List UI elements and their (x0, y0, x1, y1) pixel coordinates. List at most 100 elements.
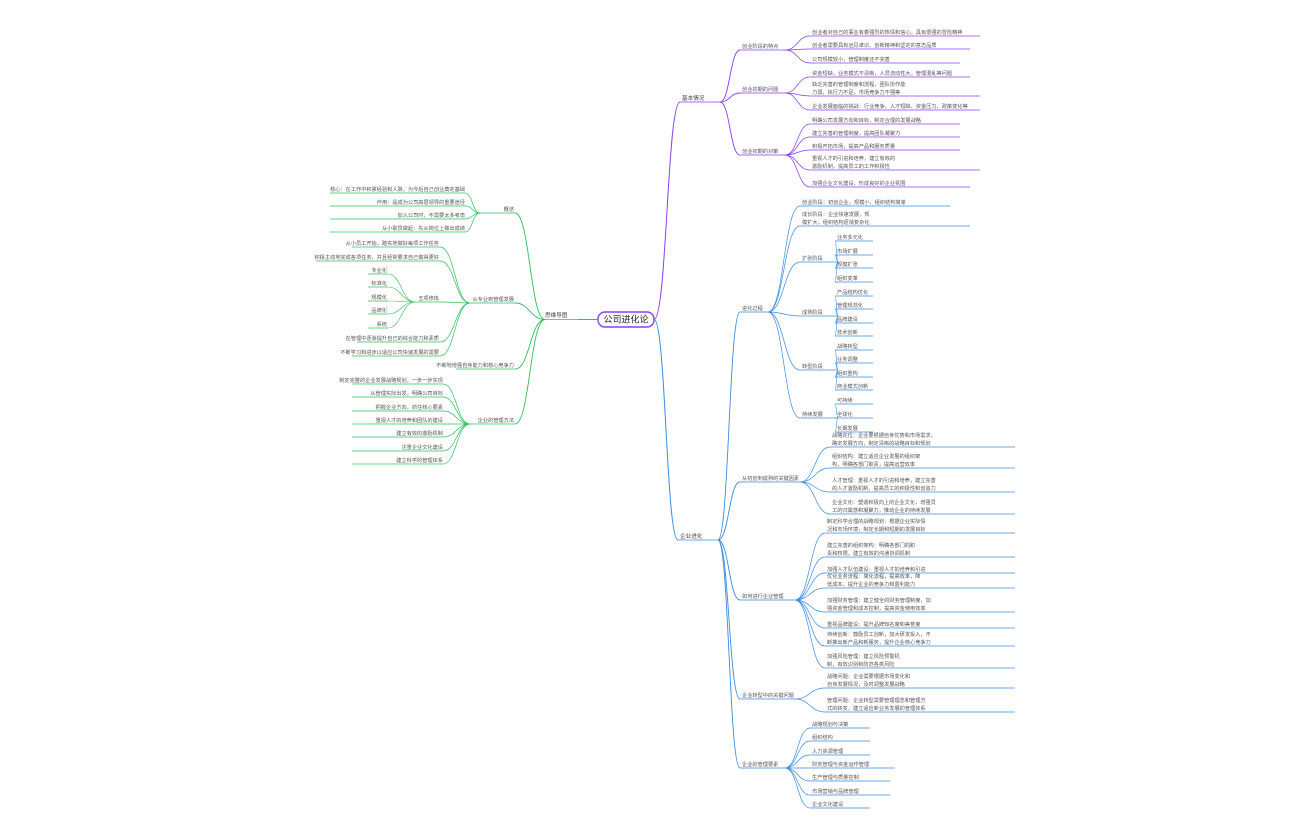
leaf-node[interactable]: 战略转型 (837, 342, 858, 350)
leaf-node[interactable]: 规模扩张 (837, 260, 859, 268)
leaf-node[interactable]: 管理问题：企业转型需要管理理念和管理方式的转变，建立适应新业务发展的管理体系 (827, 706, 1024, 714)
leaf-node[interactable]: 人才管理：重视人才的引进和培养，建立完善的人才激励机制，提高员工的积极性和创造力 (832, 486, 1040, 494)
leaf-node[interactable]: 重视人才的培养和团队的建设 (376, 416, 443, 424)
leaf-node[interactable]: 加强财务管理：建立健全的财务管理制度，加强资金管理和成本控制，提高资金使用效率 (827, 606, 1029, 614)
leaf-node[interactable]: 企业文化：塑造积极向上的企业文化，增强员工的归属感和凝聚力，推动企业的持续发展 (832, 508, 1034, 516)
left-branch-2[interactable]: 从专业到管理发展 (472, 295, 514, 303)
branch-connector (784, 154, 811, 188)
leaf-node[interactable]: 从小职员做起：先从岗位上做出成绩 (382, 224, 465, 232)
leaf-node[interactable]: 企业文化建设 (812, 800, 843, 808)
leaf-node[interactable]: 注重企业文化建设 (401, 443, 443, 451)
leaf-node[interactable]: 可持续 (837, 396, 853, 404)
leaf-node[interactable]: 创业者对自己的事业有着强烈的热情和信心，具有很强的冒险精神 (812, 28, 962, 36)
leaf-node[interactable]: 组织结构 (812, 733, 833, 741)
branch-connector (464, 192, 481, 214)
leaf-node[interactable]: 从管理实际出发，明确公司目标 (370, 389, 443, 397)
leaf-node[interactable]: 长期发展 (837, 424, 858, 432)
leaf-node[interactable]: 创业者需要具有远见卓识、创新精神和坚定的意志品质 (812, 41, 937, 49)
leaf-node[interactable]: 人力资源管理 (812, 747, 844, 755)
leaf-node[interactable]: 重视人才的引进和培养，建立有效的激励机制，提高员工的工作积极性 (812, 164, 973, 172)
leaf-node[interactable]: 战略定位：企业要根据自身优势和市场需求，确定发展方向，制定清晰的战略目标和规划 (832, 441, 1034, 449)
leaf-node[interactable]: 公司规模较小，管理制度还不完善 (812, 55, 890, 63)
branch-connector (442, 383, 471, 425)
leaf-node-line: 确定发展方向，制定清晰的战略目标和规划 (832, 439, 931, 447)
leaf-node[interactable]: 财务管理与资金运作管理 (812, 760, 870, 768)
leaf-node[interactable]: 转型阶段 (802, 362, 823, 370)
leaf-node[interactable]: 持续创新：鼓励员工创新，加大研发投入，不断推出新产品和新服务，提升企业核心竞争力 (827, 640, 1035, 648)
leaf-node[interactable]: 明确公司发展方向和目标，制定合理的发展战略 (812, 116, 922, 124)
leaf-node[interactable]: 战略规划与决策 (812, 720, 849, 728)
leaf-node[interactable]: 产品结构优化 (837, 288, 868, 296)
left-branch-3[interactable]: 不断地增强自身能力和核心竞争力 (436, 361, 514, 369)
leaf-node[interactable]: 建立科学的管理体系 (396, 456, 443, 464)
branch-connector (439, 302, 471, 343)
right-main-branch-2[interactable]: 企业进化 (680, 532, 703, 540)
sub-branch[interactable]: 创业初期的对策 (742, 147, 779, 155)
leaf-node[interactable]: 技术创新 (837, 328, 858, 336)
leaf-node[interactable]: 加强人才队伍建设：重视人才的培养和引进 (827, 565, 926, 573)
leaf-node[interactable]: 建立有效的激励机制 (396, 429, 443, 437)
five-disciplines-node[interactable]: 五项修炼 (418, 294, 439, 302)
left-main-branch[interactable]: 思维导图 (545, 311, 568, 319)
leaf-node[interactable]: 组织变革 (837, 274, 858, 282)
branch-connector (387, 301, 416, 315)
right-main-branch-1[interactable]: 基本情况 (682, 94, 705, 102)
leaf-node[interactable]: 制定科学合理的战略规划：根据企业实际情况和市场环境，制定长期和短期的发展目标 (827, 527, 1024, 535)
leaf-node[interactable]: 战略问题：企业需要根据市场变化和自身发展情况，及时调整发展战略 (827, 682, 989, 690)
leaf-node[interactable]: 成熟阶段 (802, 308, 823, 316)
leaf-node[interactable]: 优化业务流程：简化流程，提高效率，降低成本，提升企业的竞争力和盈利能力 (827, 582, 1009, 590)
leaf-node[interactable]: 管理规范化 (837, 301, 863, 309)
leaf-node[interactable]: 制定完整的企业发展战略规划，一步一步实现 (339, 376, 443, 384)
leaf-node[interactable]: 不断学习和进步以适应公司快速发展的需要 (340, 348, 439, 356)
leaf-node[interactable]: 建立完善的组织架构：明确各部门的职责和权限，建立有效的沟通协调机制 (827, 551, 998, 559)
leaf-node[interactable]: 成长阶段：企业快速发展，规模扩大，组织结构逐渐复杂化 (802, 220, 937, 228)
branch-connector (719, 101, 741, 156)
leaf-node[interactable]: 市场扩展 (837, 247, 858, 255)
leaf-node-line: 加强风险管理：建立风险预警机 (827, 652, 900, 660)
left-branch-1[interactable]: 概述 (504, 205, 514, 213)
leaf-node[interactable]: 加强企业文化建设，形成良好的企业氛围 (812, 179, 905, 187)
sub-branch[interactable]: 企业的管理要素 (742, 760, 778, 768)
leaf-node[interactable]: 扩张阶段 (802, 254, 823, 262)
leaf-node[interactable]: 系统 (377, 320, 387, 328)
leaf-node[interactable]: 创业阶段：初创企业，规模小，组织结构简单 (802, 198, 906, 206)
leaf-node-line: 低成本，提升企业的竞争力和盈利能力 (827, 580, 915, 588)
leaf-node[interactable]: 资金短缺，业务模式不清晰，人员流动性大，管理混乱等问题 (812, 69, 952, 77)
leaf-node[interactable]: 商业模式创新 (837, 382, 868, 390)
leaf-node[interactable]: 把握企业方向，抓住核心要素 (376, 403, 443, 411)
leaf-node[interactable]: 企业发展面临的挑战：行业竞争、人才短缺、资金压力、政策变化等 (812, 102, 968, 110)
leaf-node[interactable]: 从小员工开始，踏实地做好每项工作任务 (346, 239, 439, 247)
sub-branch[interactable]: 企业转型中的关键问题 (742, 691, 794, 699)
leaf-node[interactable]: 在管理中逐渐提升自己的综合能力和素质 (346, 334, 439, 342)
leaf-node[interactable]: 作用：是成为公司高层领导的重要途径 (377, 198, 465, 206)
leaf-node[interactable]: 加强风险管理：建立风险预警机制，有效识别和防范各类风险 (827, 662, 968, 670)
leaf-node[interactable]: 业务调整 (837, 355, 858, 363)
leaf-node[interactable]: 生产管理与质量控制 (812, 773, 859, 781)
sub-branch[interactable]: 从初创到成熟的关键因素 (742, 474, 799, 482)
sub-branch[interactable]: 进化过程 (742, 304, 763, 312)
leaf-node[interactable]: 标准化 (371, 279, 387, 287)
leaf-node[interactable]: 品牌建设 (837, 315, 858, 323)
leaf-node[interactable]: 组织结构：建立适应企业发展的组织架构，明确各部门职责，提高运营效率 (832, 462, 1003, 470)
leaf-node[interactable]: 全球化 (837, 410, 853, 418)
leaf-node[interactable]: 专业化 (371, 266, 387, 274)
leaf-node[interactable]: 核心：在工作中积累经验和人脉，为今后自己创业奠定基础 (330, 185, 465, 193)
leaf-node[interactable]: 加入公司时，不需要太多考虑 (398, 211, 465, 219)
leaf-node-line: 管理问题：企业转型需要管理理念和管理方 (827, 696, 926, 704)
leaf-node[interactable]: 业务多元化 (837, 233, 863, 241)
leaf-node[interactable]: 建立完善的管理制度，提高团队凝聚力 (812, 129, 900, 137)
leaf-node[interactable]: 持续发展 (802, 410, 823, 418)
leaf-node[interactable]: 重视品牌建设：提升品牌知名度和美誉度 (827, 620, 920, 628)
leaf-node[interactable]: 市场营销与品牌管理 (812, 787, 860, 795)
leaf-node[interactable]: 规模化 (371, 293, 387, 301)
left-branch-4[interactable]: 企业的管理方法 (478, 416, 514, 424)
leaf-node[interactable]: 组织重构 (837, 369, 858, 377)
leaf-node[interactable]: 品牌化 (371, 306, 387, 314)
leaf-node[interactable]: 积极开拓市场，提高产品和服务质量 (812, 142, 895, 150)
sub-branch[interactable]: 如何进行企业管理 (742, 592, 784, 600)
leaf-node[interactable]: 缺乏完善的管理制度和流程，团队协作能力弱，执行力不足，市场竞争力不强等 (812, 90, 994, 98)
sub-branch[interactable]: 创业初期的问题 (742, 85, 778, 93)
sub-branch[interactable]: 创业阶段的特点 (742, 42, 778, 50)
branch-connector (799, 446, 831, 483)
leaf-node[interactable]: 积极主动地完成各项任务，并且经常要求自己做得更好 (314, 253, 439, 261)
